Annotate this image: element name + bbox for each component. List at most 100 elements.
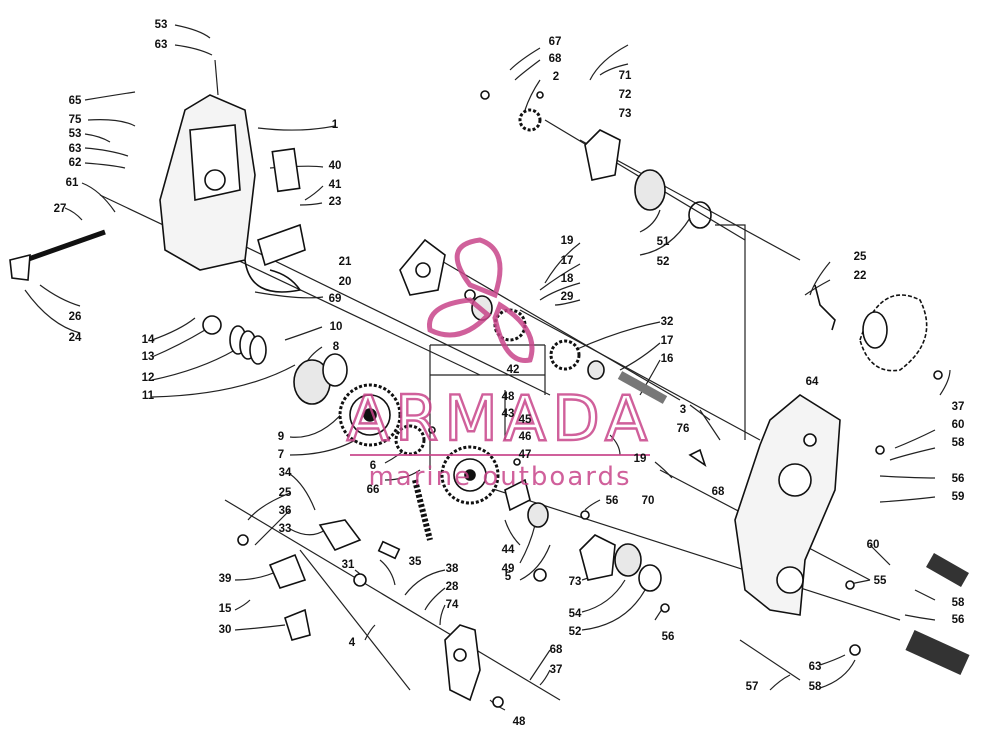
- leader-lines: [24, 24, 951, 711]
- callout-label: 49: [502, 563, 515, 575]
- callout-label: 58: [952, 437, 965, 449]
- callout-label: 68: [549, 53, 562, 65]
- callout-label: 71: [619, 70, 632, 82]
- callout-label: 56: [952, 473, 965, 485]
- gear-44: [440, 445, 500, 505]
- spring-12: [229, 325, 267, 365]
- callout-label: 2: [553, 71, 559, 83]
- callout-label: 15: [219, 603, 232, 615]
- callout-label: 25: [854, 251, 867, 263]
- callout-label: 22: [854, 270, 867, 282]
- callout-label: 23: [329, 196, 342, 208]
- callout-label: 72: [619, 89, 632, 101]
- callout-label: 48: [513, 716, 526, 728]
- callout-label: 6: [370, 460, 376, 472]
- plate-40: [271, 147, 301, 193]
- callout-label: 63: [155, 39, 168, 51]
- callout-label: 8: [333, 341, 340, 353]
- callout-label: 18: [561, 273, 574, 285]
- callout-label: 14: [142, 334, 155, 346]
- callout-label: 26: [69, 311, 82, 323]
- callout-label: 60: [952, 419, 965, 431]
- watermark-tagline: marine outboards: [368, 462, 631, 492]
- bracket-lower: [444, 624, 481, 702]
- callout-label: 3: [680, 404, 686, 416]
- callout-label: 31: [342, 559, 355, 571]
- gear-32: [549, 339, 581, 371]
- callout-label: 12: [142, 372, 155, 384]
- callout-label: 62: [69, 157, 82, 169]
- flange-73-lower: [579, 534, 616, 581]
- callout-label: 68: [550, 644, 563, 656]
- callout-label: 52: [569, 626, 582, 638]
- callout-label: 5: [505, 571, 512, 583]
- callout-label: 32: [661, 316, 674, 328]
- callout-label: 45: [519, 414, 532, 426]
- callout-label: 42: [507, 364, 520, 376]
- callout-label: 35: [409, 556, 422, 568]
- callout-label: 69: [329, 293, 342, 305]
- callout-label: 33: [279, 523, 292, 535]
- callout-label: 4: [349, 637, 356, 649]
- block-39: [268, 553, 307, 589]
- callout-label: 46: [519, 431, 532, 443]
- callout-label: 7: [278, 449, 284, 461]
- callout-label: 65: [69, 95, 82, 107]
- callout-label: 47: [519, 449, 532, 461]
- callout-label: 19: [561, 235, 574, 247]
- callout-label: 25: [279, 487, 292, 499]
- callout-label: 52: [657, 256, 670, 268]
- callout-label: 17: [661, 335, 674, 347]
- callout-label: 55: [874, 575, 887, 587]
- callout-label: 59: [952, 491, 965, 503]
- gear-2: [518, 108, 542, 132]
- callout-label: 41: [329, 179, 342, 191]
- callout-label: 36: [279, 505, 292, 517]
- callout-label: 16: [661, 353, 674, 365]
- callout-label: 60: [867, 539, 880, 551]
- watermark: ARMADA marine outboards: [346, 237, 653, 492]
- shaft-16: [617, 371, 668, 404]
- bearing-51: [634, 169, 666, 211]
- flange-73: [584, 129, 621, 181]
- callout-label: 53: [155, 19, 168, 31]
- callout-label: 58: [952, 597, 965, 609]
- callout-label: 40: [329, 160, 342, 172]
- callout-label: 9: [278, 431, 284, 443]
- callout-label: 17: [561, 255, 574, 267]
- callout-label: 37: [952, 401, 965, 413]
- tensioner-33: [318, 519, 362, 551]
- callout-label: 67: [549, 36, 562, 48]
- callout-label: 29: [561, 291, 574, 303]
- callout-label: 39: [219, 573, 232, 585]
- callout-label: 73: [619, 108, 632, 120]
- callout-label: 19: [634, 453, 647, 465]
- callout-label: 53: [69, 128, 82, 140]
- chain-66: [412, 479, 433, 541]
- callout-label: 63: [809, 661, 822, 673]
- snap-ring-52: [688, 201, 712, 229]
- callout-label: 37: [550, 664, 563, 676]
- gear-7: [338, 383, 402, 447]
- callout-label: 27: [54, 203, 67, 215]
- callout-label: 64: [806, 376, 819, 388]
- callout-label: 73: [569, 576, 582, 588]
- callout-label: 48: [502, 391, 515, 403]
- callout-label: 13: [142, 351, 155, 363]
- callout-label: 11: [142, 390, 155, 402]
- callout-label: 51: [657, 236, 670, 248]
- callout-label: 21: [339, 256, 352, 268]
- callout-label: 58: [809, 681, 822, 693]
- callout-label: 28: [446, 581, 459, 593]
- callout-label: 44: [502, 544, 515, 556]
- callout-label: 56: [662, 631, 675, 643]
- bearing-54: [614, 543, 642, 577]
- callout-label: 75: [69, 114, 82, 126]
- callout-label: 56: [952, 614, 965, 626]
- callout-label: 57: [746, 681, 759, 693]
- watermark-brand: ARMADA: [347, 382, 653, 455]
- callout-label: 70: [642, 495, 655, 507]
- callout-label: 74: [446, 599, 459, 611]
